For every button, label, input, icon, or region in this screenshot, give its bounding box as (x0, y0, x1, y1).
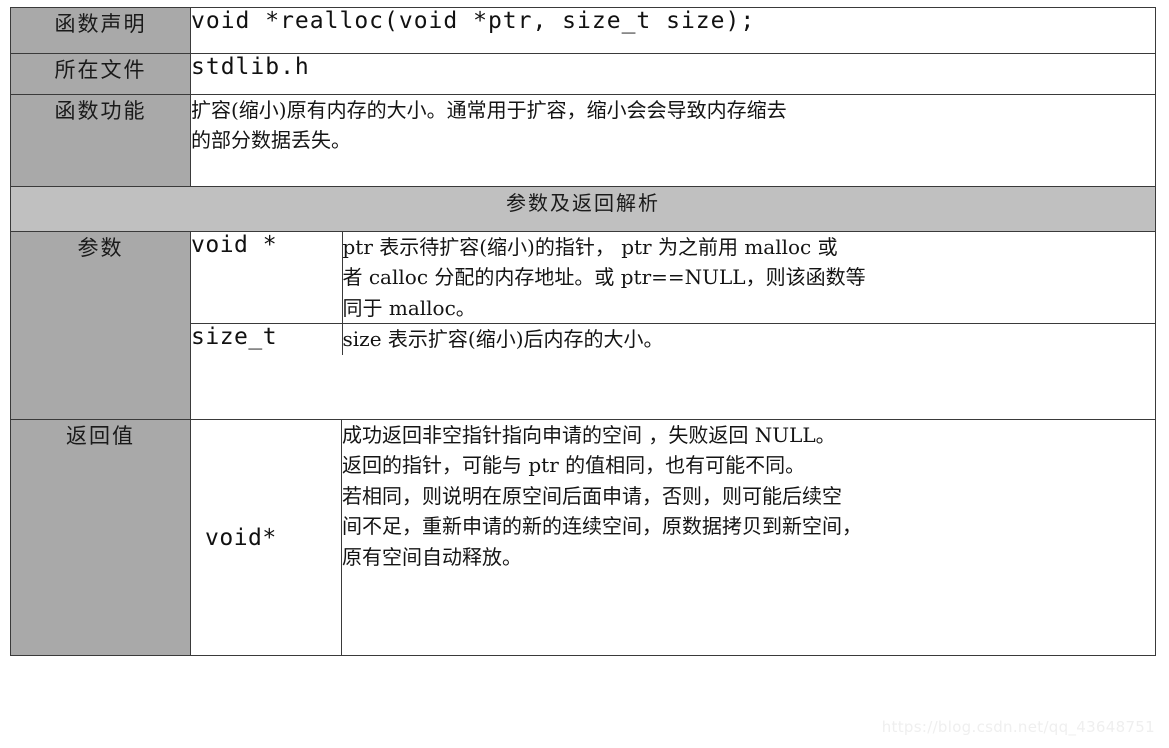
row-label-parameters: 参数 (10, 231, 191, 420)
parameters-container: void * ptr 表示待扩容(缩小)的指针， ptr 为之前用 malloc… (189, 231, 1157, 420)
row-label-header-file: 所在文件 (10, 53, 191, 95)
section-header-params-and-return: 参数及返回解析 (9, 186, 1157, 232)
parameter-description-ptr: ptr 表示待扩容(缩小)的指针， ptr 为之前用 malloc 或 者 ca… (342, 232, 1156, 325)
return-value-description: 成功返回非空指针指向申请的空间 ，失败返回 NULL。 返回的指针，可能与 pt… (340, 419, 1157, 656)
parameter-entry-ptr: void * ptr 表示待扩容(缩小)的指针， ptr 为之前用 malloc… (191, 232, 1156, 325)
purpose-line-1: 扩容(缩小)原有内存的大小。通常用于扩容，缩小会会导致内存缩去 (191, 98, 787, 122)
table-row-function-purpose: 函数功能 扩容(缩小)原有内存的大小。通常用于扩容，缩小会会导致内存缩去 的部分… (10, 94, 1157, 187)
parameter-entry-size: size_t size 表示扩容(缩小)后内存的大小。 (191, 323, 1156, 355)
purpose-line-2: 的部分数据丢失。 (191, 128, 351, 153)
row-value-header-file: stdlib.h (189, 53, 1157, 95)
row-label-return-value: 返回值 (10, 419, 191, 656)
table-row-header-file: 所在文件 stdlib.h (10, 53, 1157, 95)
size-desc-line-1: size 表示扩容(缩小)后内存的大小。 (342, 327, 664, 352)
return-type-void-pointer: void* (190, 419, 342, 656)
ptr-desc-line-2: 者 calloc 分配的内存地址。或 ptr==NULL，则该函数等 (342, 265, 866, 290)
row-label-declaration: 函数声明 (10, 7, 191, 54)
watermark-url: https://blog.csdn.net/qq_43648751 (881, 718, 1155, 736)
table-row-return-value: 返回值 void* 成功返回非空指针指向申请的空间 ，失败返回 NULL。 返回… (10, 419, 1157, 656)
row-label-function-purpose: 函数功能 (10, 94, 191, 187)
return-desc-line-3: 若相同，则说明在原空间后面申请，否则，则可能后续空 (342, 483, 842, 508)
return-desc-line-1: 成功返回非空指针指向申请的空间 ，失败返回 NULL。 (342, 423, 836, 447)
table-row-declaration: 函数声明 void *realloc(void *ptr, size_t siz… (10, 7, 1157, 54)
return-desc-line-5: 原有空间自动释放。 (342, 544, 522, 569)
parameters-inner-table: void * ptr 表示待扩容(缩小)的指针， ptr 为之前用 malloc… (191, 232, 1156, 355)
parameter-description-size: size 表示扩容(缩小)后内存的大小。 (342, 323, 1156, 355)
table-row-parameters: 参数 void * ptr 表示待扩容(缩小)的指针， ptr 为之前用 mal… (10, 231, 1157, 420)
row-value-declaration: void *realloc(void *ptr, size_t size); (189, 7, 1157, 54)
function-reference-table: 函数声明 void *realloc(void *ptr, size_t siz… (9, 7, 1157, 656)
return-desc-line-4: 间不足，重新申请的新的连续空间，原数据拷贝到新空间， (342, 514, 862, 539)
parameter-type-size-t: size_t (191, 323, 343, 355)
ptr-desc-line-3: 同于 malloc。 (342, 295, 476, 320)
return-desc-line-2: 返回的指针，可能与 ptr 的值相同，也有可能不同。 (342, 453, 806, 478)
parameter-type-void-pointer: void * (191, 232, 343, 325)
row-value-function-purpose: 扩容(缩小)原有内存的大小。通常用于扩容，缩小会会导致内存缩去 的部分数据丢失。 (189, 94, 1157, 187)
table-row-section-banner: 参数及返回解析 (9, 186, 1157, 232)
ptr-desc-line-1: ptr 表示待扩容(缩小)的指针， ptr 为之前用 malloc 或 (342, 235, 838, 259)
